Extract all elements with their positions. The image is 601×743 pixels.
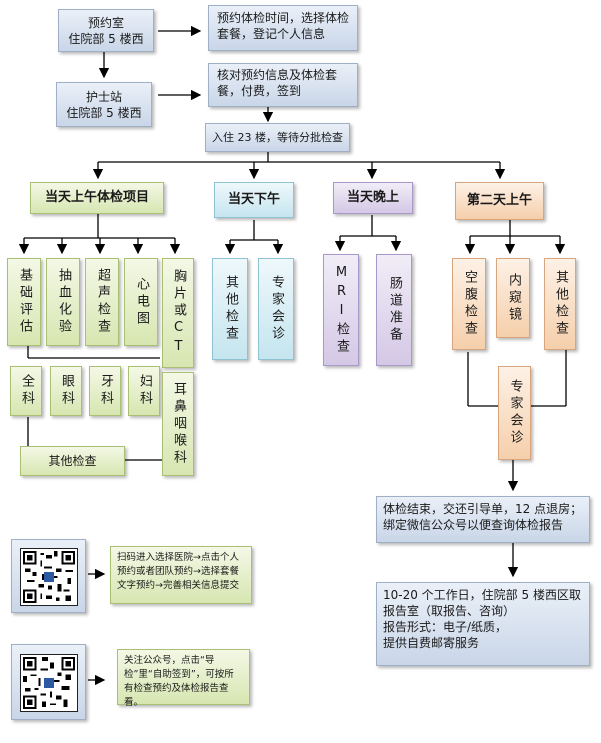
next-item-consult: 专家会诊 xyxy=(498,366,531,460)
end-box: 体检结束，交还引导单，12 点退房；绑定微信公众号以便查询体检报告 xyxy=(376,496,590,543)
morning-item-ecg: 心电图 xyxy=(124,258,158,346)
sub-item-dental: 牙科 xyxy=(89,366,121,416)
next-item-other: 其他检查 xyxy=(544,258,576,350)
reservation-room-box: 预约室 住院部 5 楼西 xyxy=(58,9,154,52)
sub-item-gyn: 妇科 xyxy=(128,366,160,416)
morning-item-ultrasound: 超声检查 xyxy=(85,258,119,346)
morning-item-blood: 抽血化验 xyxy=(46,258,80,346)
night-item-bowel: 肠道准备 xyxy=(376,254,412,366)
morning-item-chest: 胸片或CT xyxy=(162,258,194,368)
sub-item-general: 全科 xyxy=(10,366,42,416)
next-item-endoscope: 内窥镜 xyxy=(496,258,530,338)
afternoon-item-other: 其他检查 xyxy=(212,258,248,360)
morning-item-basic: 基础评估 xyxy=(7,258,41,346)
qr-frame-1 xyxy=(11,539,86,613)
afternoon-item-consult: 专家会诊 xyxy=(258,258,294,360)
header-night: 当天晚上 xyxy=(333,182,413,214)
night-item-mri: MRI检查 xyxy=(323,254,359,366)
morning-other-box: 其他检查 xyxy=(20,446,125,476)
next-item-fasting: 空腹检查 xyxy=(452,258,486,350)
admit-box: 入住 23 楼，等待分批检查 xyxy=(205,123,350,152)
reservation-desc-box: 预约体检时间，选择体检套餐，登记个人信息 xyxy=(208,5,358,51)
qr-frame-2 xyxy=(11,644,86,720)
nurse-desc-box: 核对预约信息及体检套餐，付费，签到 xyxy=(208,63,358,107)
qr-code-2[interactable] xyxy=(20,654,78,712)
qr-desc-2: 关注公众号，点击“导检”里“自助签到”，可按所有检查预约及体检报告查看。 xyxy=(117,649,250,708)
report-box: 10-20 个工作日，住院部 5 楼西区取报告室（取报告、咨询） 报告形式：电子… xyxy=(376,582,590,666)
header-next-day: 第二天上午 xyxy=(455,182,544,220)
sub-item-ent: 耳鼻咽喉科 xyxy=(162,372,194,476)
sub-item-eye: 眼科 xyxy=(50,366,82,416)
header-afternoon: 当天下午 xyxy=(214,182,294,218)
nurse-station-box: 护士站 住院部 5 楼西 xyxy=(56,82,152,127)
qr-desc-1: 扫码进入选择医院→点击个人预约或者团队预约→选择套餐文字预约→完善相关信息提交 xyxy=(110,546,252,604)
qr-code-1[interactable] xyxy=(20,548,78,606)
header-morning: 当天上午体检项目 xyxy=(30,182,164,214)
